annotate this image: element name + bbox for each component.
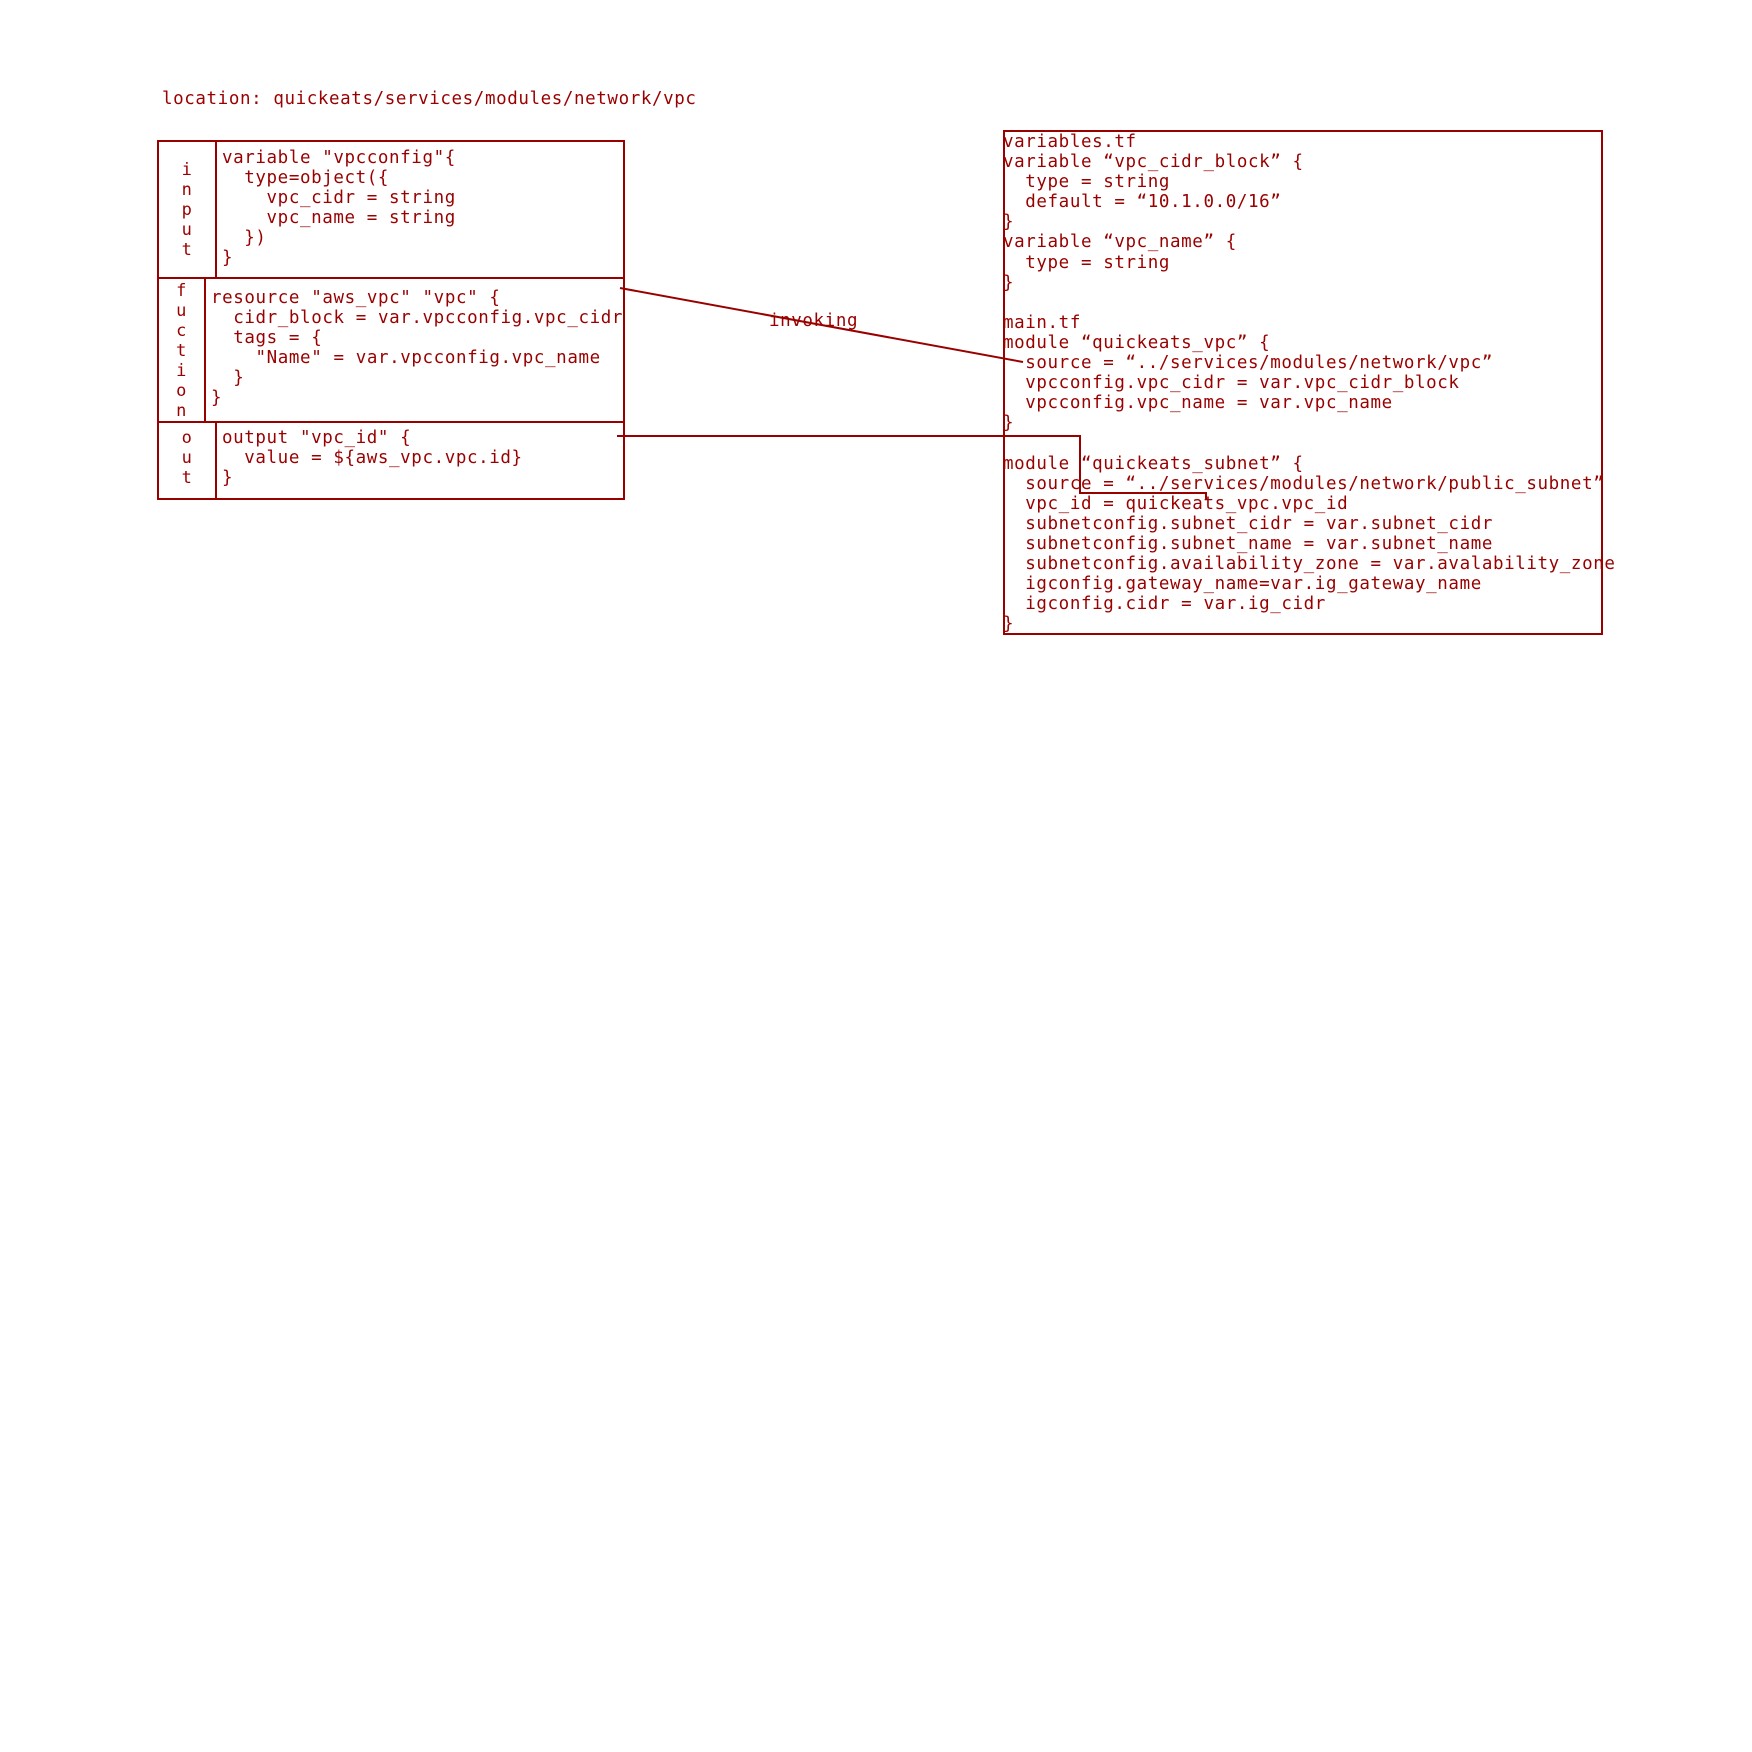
function-label: f u c t i o n — [176, 281, 187, 421]
input-section: i n p u t variable "vpcconfig"{ type=obj… — [159, 142, 623, 279]
function-label-cell: f u c t i o n — [159, 279, 206, 421]
invoking-label: invoking — [769, 311, 859, 331]
output-section: o u t output "vpc_id" { value = ${aws_vp… — [159, 423, 623, 498]
vpc-module-table: i n p u t variable "vpcconfig"{ type=obj… — [157, 140, 625, 500]
caller-code: variables.tf variable “vpc_cidr_block” {… — [1003, 132, 1616, 635]
function-section: f u c t i o n resource "aws_vpc" "vpc" {… — [159, 279, 623, 423]
caller-config-box — [1003, 130, 1603, 635]
input-code: variable "vpcconfig"{ type=object({ vpc_… — [222, 148, 456, 268]
input-label-cell: i n p u t — [159, 142, 217, 277]
output-label-cell: o u t — [159, 423, 217, 498]
input-label: i n p u t — [181, 160, 193, 260]
output-code: output "vpc_id" { value = ${aws_vpc.vpc.… — [222, 428, 523, 488]
function-code: resource "aws_vpc" "vpc" { cidr_block = … — [210, 288, 623, 408]
location-label: location: quickeats/services/modules/net… — [162, 89, 697, 109]
output-label: o u t — [181, 428, 193, 488]
